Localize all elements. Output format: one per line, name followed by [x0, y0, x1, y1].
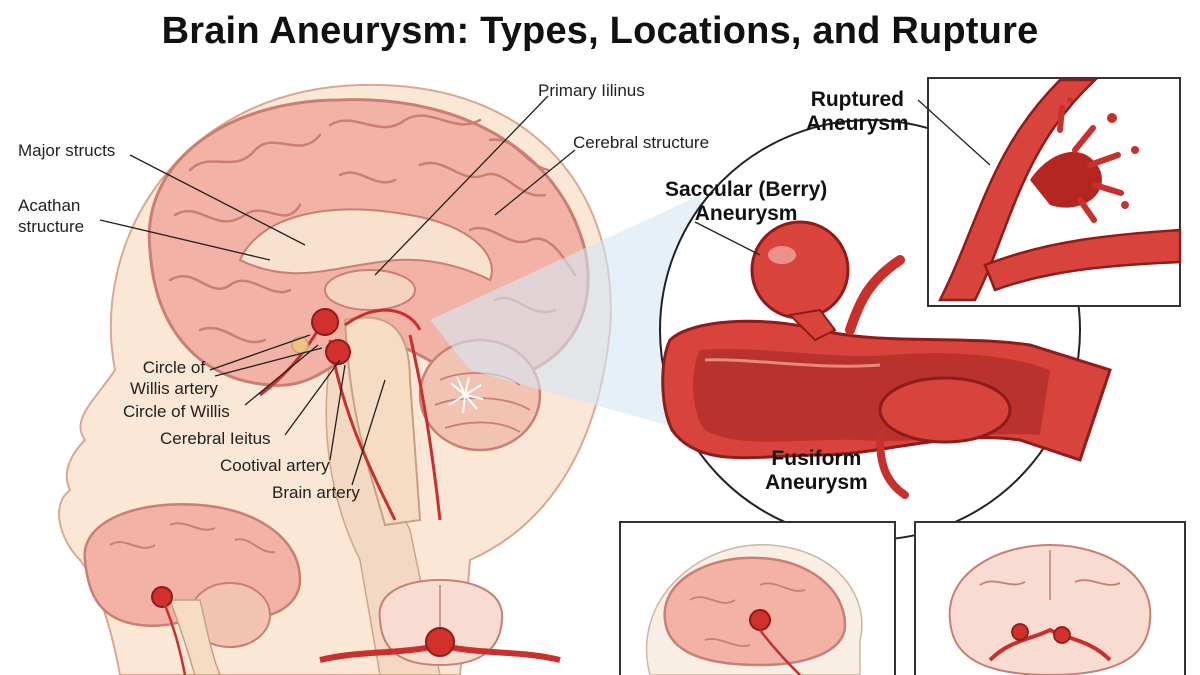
label-ruptured-line1: Ruptured — [810, 88, 905, 111]
aneurysm-main-2 — [325, 339, 351, 365]
label-fusiform: Fusiform Aneurysm — [765, 447, 868, 495]
panel-1-brain — [645, 544, 863, 675]
thalamus — [324, 269, 416, 311]
leader-lines — [99, 95, 991, 486]
small-brain-center — [319, 578, 561, 667]
label-acathan-line1: Acathan — [18, 196, 81, 215]
aneurysm-main-3 — [291, 336, 309, 354]
label-fusiform-line1: Fusiform — [771, 447, 862, 470]
label-ruptured: Ruptured Aneurysm — [806, 88, 909, 136]
label-cwa-line1: Circle of — [142, 358, 206, 377]
label-saccular: Saccular (Berry) Aneurysm — [665, 178, 827, 226]
ruptured-vessel — [937, 78, 1182, 302]
label-cerebral-structure: Cerebral structure — [573, 133, 710, 152]
label-major-structs: Major structs — [18, 141, 116, 160]
label-saccular-line2: Aneurysm — [694, 202, 798, 225]
aneurysm-main-1 — [311, 308, 339, 336]
label-cwa-line2: Willis artery — [130, 379, 218, 398]
label-fusiform-line2: Aneurysm — [765, 471, 868, 494]
fusiform-bulge — [878, 376, 1012, 444]
label-cerebral-leitus: Cerebral Ieitus — [160, 429, 271, 448]
label-acathan: Acathan structure — [18, 195, 84, 237]
label-acathan-line2: structure — [18, 217, 85, 236]
corpus-callosum — [238, 208, 493, 282]
small-brain-left — [83, 503, 302, 675]
saccular-sac — [750, 220, 850, 320]
label-primary: Primary Iilinus — [538, 81, 645, 100]
page-title: Brain Aneurysm: Types, Locations, and Ru… — [161, 10, 1039, 52]
zoom-projection — [430, 195, 720, 440]
label-circle-willis-artery: Circle of Willis artery — [130, 357, 218, 399]
panel-2-brain — [948, 543, 1152, 675]
gyri-folds — [168, 114, 577, 344]
label-ruptured-line2: Aneurysm — [806, 112, 909, 135]
label-saccular-line1: Saccular (Berry) — [665, 178, 828, 201]
label-cootival-artery: Cootival artery — [220, 456, 330, 475]
label-circle-of-willis: Circle of Willis — [123, 402, 230, 421]
label-brain-artery: Brain artery — [272, 483, 360, 502]
brainstem — [343, 316, 422, 527]
